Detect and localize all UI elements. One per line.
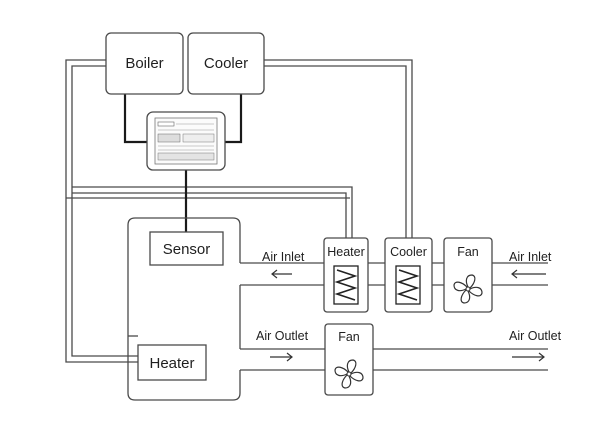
air-outlet-left-label: Air Outlet [256,329,309,343]
ahu-heater-label: Heater [327,245,365,259]
cooling-coil-icon [395,265,421,305]
sensor-label: Sensor [163,241,211,258]
hot-water-pipe-loop [65,59,353,363]
chilled-water-pipe-loop [264,59,413,238]
boiler-label: Boiler [125,55,163,72]
exhaust-air-duct [240,348,548,371]
exhaust-fan-box: Fan [324,323,374,396]
room-heater-box: Heater [137,344,207,381]
controller-panel-icon [146,111,226,171]
supply-fan-box: Fan [443,237,493,313]
room-outline [127,217,241,401]
exhaust-fan-label: Fan [338,330,360,344]
air-inlet-left-label: Air Inlet [262,250,305,264]
room-heater-label: Heater [149,355,194,372]
supply-fan-label: Fan [457,245,479,259]
control-wiring [123,94,243,232]
arrow-left-icon [511,269,546,279]
ahu-cooler-box: Cooler [384,237,433,313]
arrow-right-icon [270,352,293,362]
arrow-right-icon [512,352,545,362]
sensor-box: Sensor [149,231,224,266]
cooler-box: Cooler [187,32,265,95]
fan-icon [453,274,483,304]
ahu-heater-box: Heater [323,237,369,313]
heating-coil-icon [333,265,359,305]
air-inlet-right-label: Air Inlet [509,250,552,264]
arrow-left-icon [271,269,292,279]
cooler-label: Cooler [204,55,248,72]
ahu-cooler-label: Cooler [390,245,427,259]
air-outlet-right-label: Air Outlet [509,329,562,343]
boiler-box: Boiler [105,32,184,95]
fan-icon [334,359,364,389]
